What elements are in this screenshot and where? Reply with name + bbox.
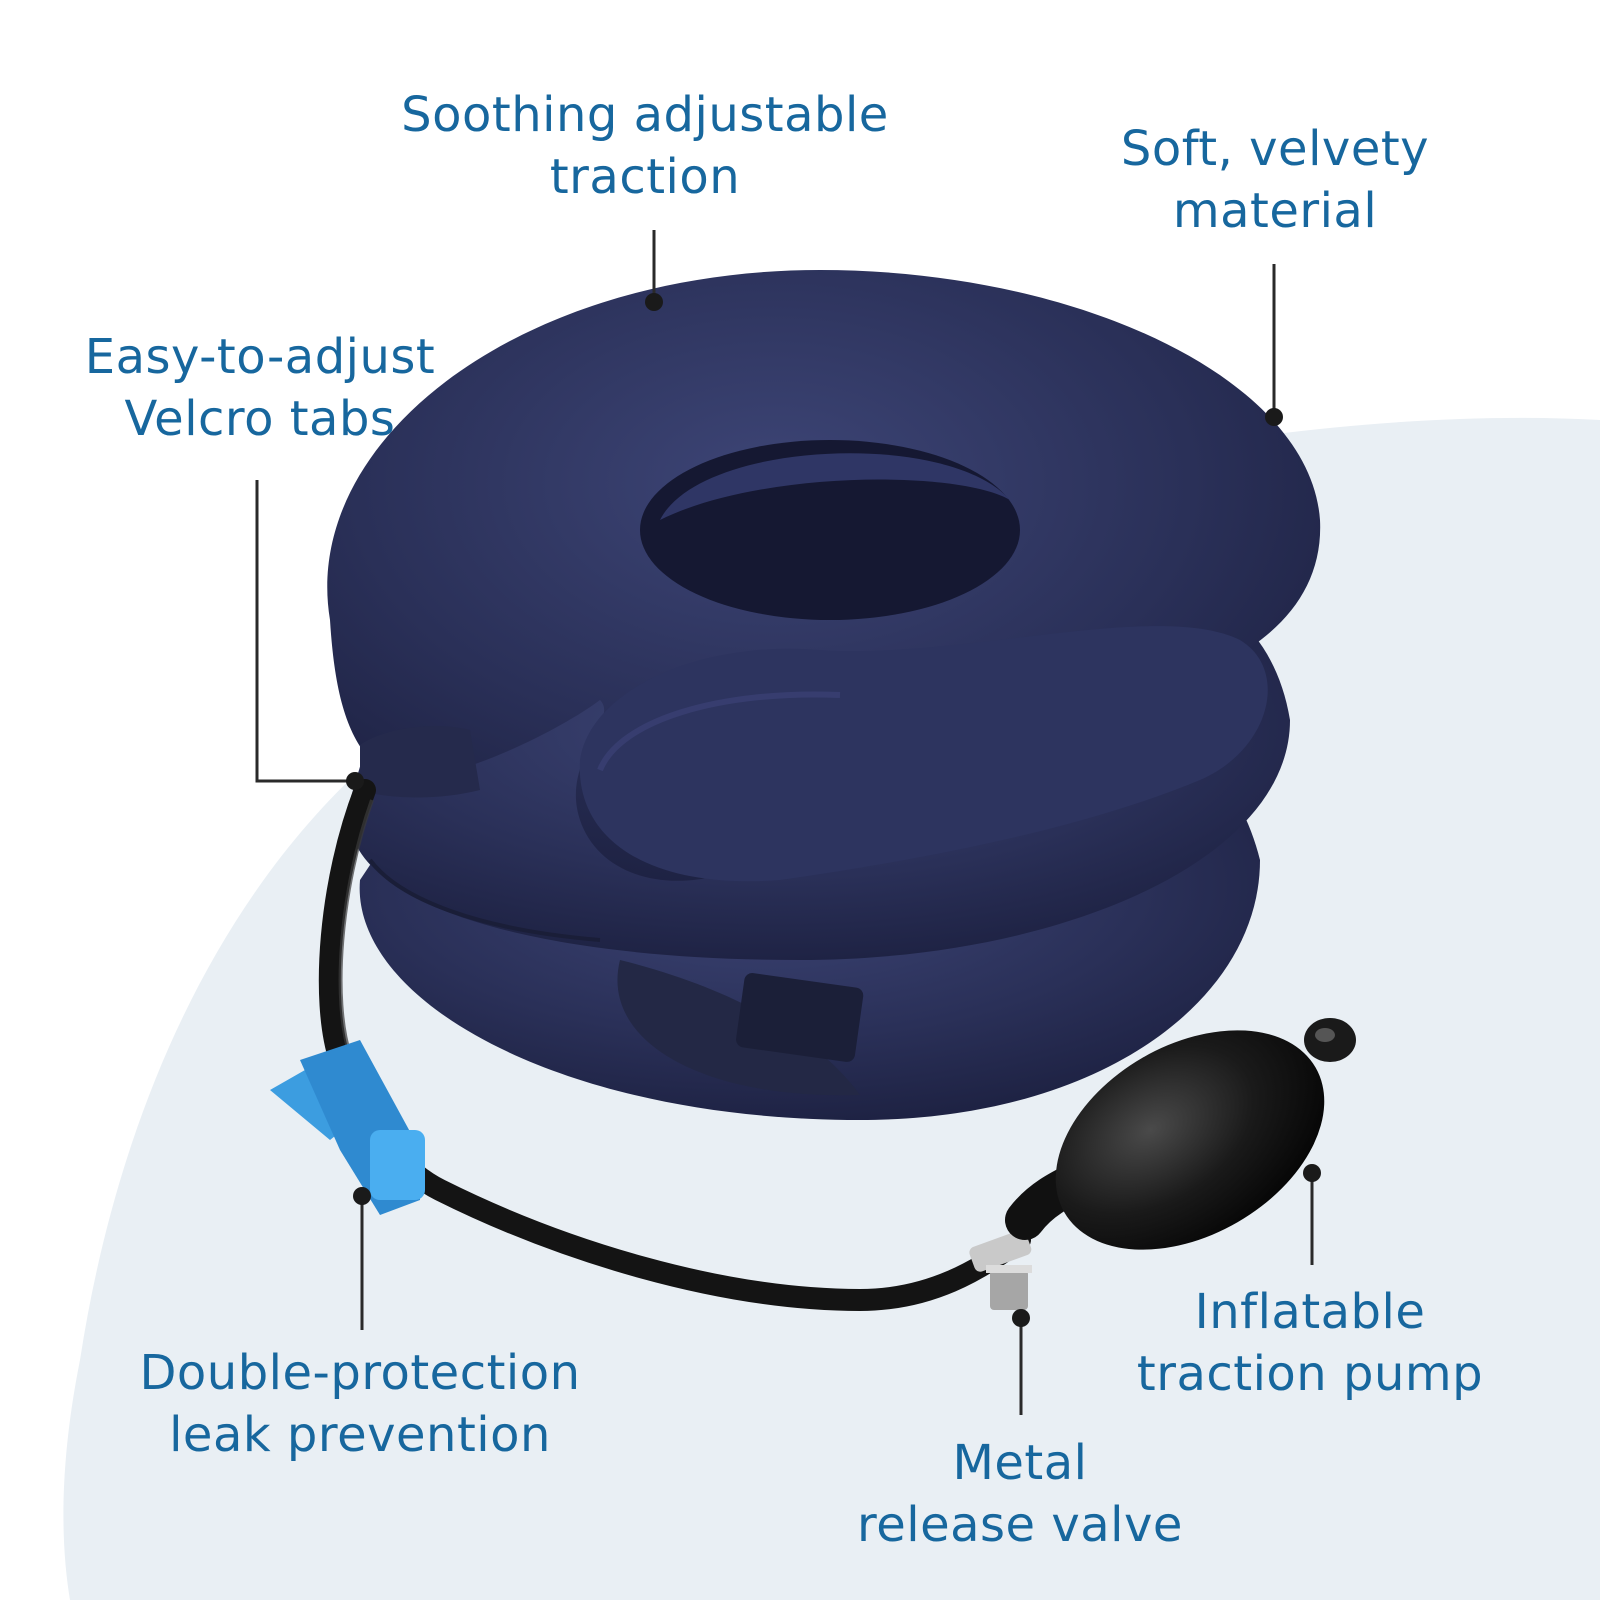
leak-prevention-clip [270,1040,425,1215]
traction-pump-bulb [1005,1018,1356,1250]
callout-material-line1: Soft, velvety [1120,121,1430,177]
callout-dot-leak [353,1187,371,1205]
callout-pump-line2: traction pump [1136,1346,1484,1402]
callout-velcro: Easy-to-adjust Velcro tabs [70,326,450,450]
callout-pump-line1: Inflatable [1194,1284,1426,1340]
callout-traction-line2: traction [549,149,741,205]
callout-valve-line1: Metal [952,1435,1088,1491]
callout-material: Soft, velvety material [1110,118,1440,242]
callout-leak: Double-protection leak prevention [120,1342,600,1466]
pillow-top-ring [327,270,1321,882]
air-hose [318,779,1031,1312]
metal-release-valve [969,1230,1032,1310]
callout-dot-material [1265,408,1283,426]
callout-dot-valve [1012,1309,1030,1327]
callout-velcro-line1: Easy-to-adjust [84,329,436,385]
callout-dot-velcro [346,772,364,790]
callout-leak-line2: leak prevention [169,1407,551,1463]
callout-traction-line1: Soothing adjustable [401,87,889,143]
callout-pump: Inflatable traction pump [1110,1281,1510,1405]
callout-dot-traction [645,293,663,311]
callout-velcro-line2: Velcro tabs [124,391,396,447]
callout-material-line2: material [1172,183,1378,239]
callout-leak-line1: Double-protection [139,1345,581,1401]
callout-valve-line2: release valve [857,1497,1183,1553]
callout-valve: Metal release valve [840,1432,1200,1556]
callout-dot-pump [1303,1164,1321,1182]
callout-traction: Soothing adjustable traction [400,84,890,208]
